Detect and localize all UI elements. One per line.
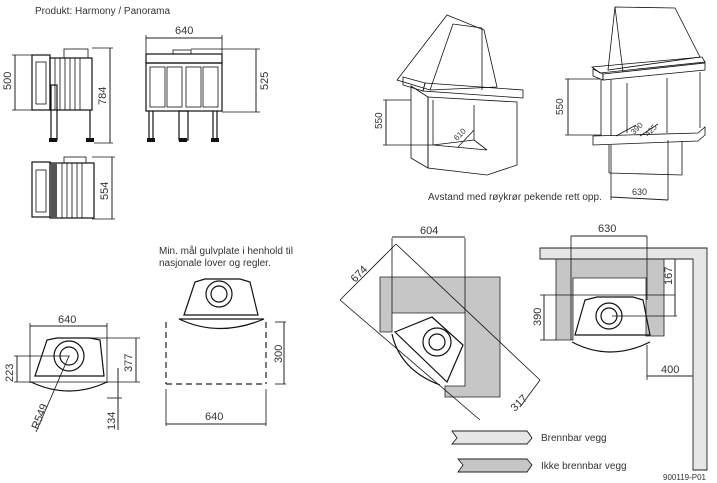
floor-plate-view: Min. mål gulvplate i henhold til nasjona… <box>159 245 293 426</box>
iso-right-width-label: 630 <box>632 187 647 197</box>
top-front-label: 134 <box>106 412 118 430</box>
side-view: 500 784 <box>2 47 113 144</box>
front-view: 640 525 <box>145 25 271 142</box>
floor-note-line1: Min. mål gulvplate i henhold til <box>159 245 293 257</box>
product-title: Produkt: Harmony / Panorama <box>35 6 170 17</box>
wall-side-label: 400 <box>661 364 679 376</box>
iso-left-height-label: 550 <box>374 112 385 129</box>
iso-left-view <box>383 14 524 176</box>
iso-caption: Avstand med røykrør pekende rett opp. <box>428 192 602 203</box>
front-width-label: 640 <box>175 25 193 37</box>
side-height-label: 500 <box>2 72 14 90</box>
legend-swatch-noncombustible <box>457 458 533 473</box>
floor-depth-label: 300 <box>273 345 285 363</box>
top-view: 640 223 377 R549 134 <box>4 314 140 433</box>
side-view-2: 554 <box>31 156 115 220</box>
floor-width-label: 640 <box>205 411 223 423</box>
legend-label-noncombustible: Ikke brennbar vegg <box>541 461 627 472</box>
wall-install-view: 630 390 167 400 <box>532 223 708 471</box>
side2-height-label: 554 <box>99 182 111 200</box>
wall-depth-label: 390 <box>532 308 544 326</box>
side-total-height-label: 784 <box>97 87 109 105</box>
corner-offset-label: 317 <box>509 393 530 414</box>
legend-swatch-combustible <box>451 430 533 445</box>
legend-item-combustible: Brennbar vegg <box>451 430 607 445</box>
drawing-id: 900119-P01 <box>663 473 707 482</box>
wall-width-label: 630 <box>598 223 616 235</box>
iso-right-height-label: 550 <box>555 98 566 115</box>
front-height-label: 525 <box>259 72 271 90</box>
floor-note-line2: nasjonale lover og regler. <box>159 258 271 269</box>
corner-install-view: 604 674 317 <box>339 225 541 421</box>
iso-right-view <box>565 6 706 201</box>
iso-left-depth-label: 610 <box>452 126 468 142</box>
wall-back-label: 167 <box>663 267 675 285</box>
top-width-label: 640 <box>58 314 76 326</box>
legend: Brennbar vegg Ikke brennbar vegg <box>451 430 627 473</box>
corner-width-label: 604 <box>420 225 438 237</box>
corner-diagonal-label: 674 <box>349 264 370 285</box>
top-center-label: 223 <box>4 364 16 382</box>
top-radius-label: R549 <box>30 402 51 431</box>
legend-item-noncombustible: Ikke brennbar vegg <box>457 458 627 473</box>
legend-label-combustible: Brennbar vegg <box>541 433 607 444</box>
top-depth-label: 377 <box>123 354 135 372</box>
